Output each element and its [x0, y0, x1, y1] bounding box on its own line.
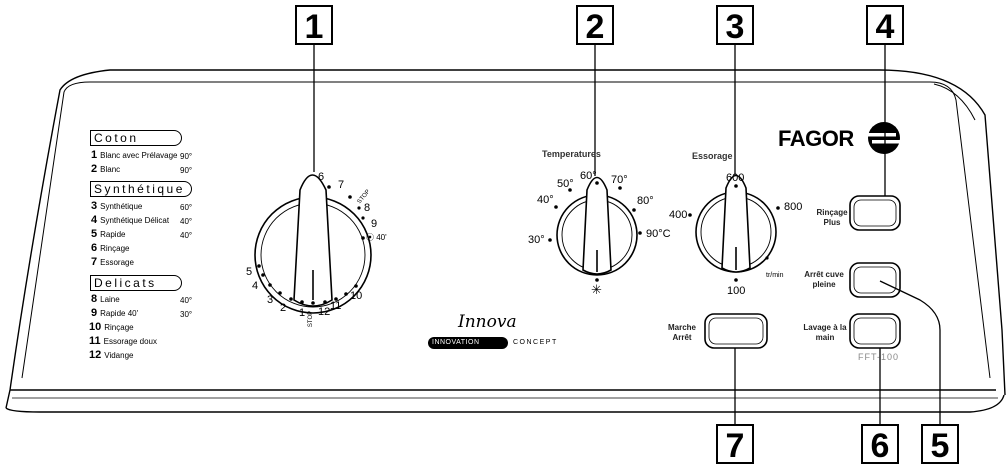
- spin-dots: [688, 184, 780, 282]
- program-dial[interactable]: [254, 174, 372, 314]
- arret-cuve-pleine-button[interactable]: [849, 262, 901, 298]
- group-title-synthetique: Synthétique: [90, 181, 192, 197]
- temperature-dots: [548, 181, 642, 282]
- dial1-stop-bottom: STOP: [308, 310, 315, 328]
- innovation-label: INNOVATION: [432, 339, 480, 346]
- marche-arret-button[interactable]: [704, 313, 768, 349]
- model-label: FFT-100: [858, 352, 900, 362]
- dial1-mark-12: 12: [318, 306, 331, 318]
- spin-mark-600: 600: [726, 172, 745, 184]
- cold-wash-icon: ✳: [591, 282, 602, 297]
- spin-title: Essorage: [692, 151, 733, 161]
- dial1-mark-3: 3: [267, 294, 274, 306]
- dial1-mark-1: 1: [299, 307, 306, 319]
- spin-mark-800: 800: [784, 201, 803, 213]
- marche-arret-label: Marche Arrêt: [667, 323, 696, 342]
- spin-unit: tr/min: [766, 272, 784, 279]
- concept-label: CONCEPT: [513, 339, 558, 346]
- program-temp: 60°: [180, 203, 193, 212]
- lavage-a-la-main-label: Lavage à la main: [803, 323, 847, 342]
- dial1-mark-7: 7: [338, 179, 345, 191]
- temp-mark-50: 50°: [557, 178, 574, 190]
- dial1-mark-9-note: ⦿ 40': [366, 233, 387, 242]
- callout-5: 5: [921, 424, 959, 465]
- fagor-logo-icon: [866, 122, 902, 154]
- dial1-mark-10: 10: [350, 290, 363, 302]
- rincage-plus-label: Rinçage Plus: [816, 208, 848, 227]
- group-title-delicats: Delicats: [90, 275, 182, 291]
- lavage-a-la-main-button[interactable]: [849, 313, 901, 349]
- arret-cuve-pleine-label: Arrêt cuve pleine: [804, 270, 844, 289]
- program-dial-dots: [257, 185, 365, 305]
- spin-mark-400: 400: [669, 209, 688, 221]
- group-title-coton: Coton: [90, 130, 182, 146]
- brand-name: FAGOR: [778, 126, 854, 151]
- innovation-badge: [428, 337, 508, 349]
- spin-mark-100: 100: [727, 285, 746, 297]
- temp-mark-40: 40°: [537, 194, 554, 206]
- temperature-title: Temperatures: [542, 149, 601, 159]
- innova-wordmark: Innova: [458, 312, 517, 332]
- dial1-mark-6: 6: [318, 171, 325, 183]
- temp-mark-70: 70°: [611, 174, 628, 186]
- callout-6: 6: [861, 424, 899, 465]
- dial1-mark-5: 5: [246, 266, 253, 278]
- program-temp: 40°: [180, 231, 193, 240]
- callout-3: 3: [716, 5, 754, 46]
- callout-2: 2: [576, 5, 614, 46]
- callout-1: 1: [295, 5, 333, 46]
- rapid-icon: ⦿: [366, 233, 374, 242]
- callout-7: 7: [716, 424, 754, 465]
- program-temp: 30°: [180, 310, 193, 319]
- temp-mark-30: 30°: [528, 234, 545, 246]
- dial1-mark-4: 4: [252, 280, 259, 292]
- dial1-mark-8: 8: [364, 202, 371, 214]
- rincage-plus-button[interactable]: [849, 195, 901, 231]
- temp-mark-90: 90°C: [646, 228, 671, 240]
- dial1-mark-11: 11: [330, 300, 342, 312]
- callout-4: 4: [866, 5, 904, 46]
- temp-mark-60: 60°: [580, 170, 597, 182]
- temperature-dial[interactable]: [556, 176, 638, 276]
- spin-dial[interactable]: [695, 174, 777, 273]
- program-temp: 40°: [180, 217, 193, 226]
- program-temp: 40°: [180, 296, 193, 305]
- dial1-mark-2: 2: [280, 302, 287, 314]
- callout-leaders: [313, 45, 941, 426]
- dial1-mark-9: 9: [371, 218, 378, 230]
- program-temp: 90°: [180, 166, 193, 175]
- temp-mark-80: 80°: [637, 195, 654, 207]
- program-temp: 90°: [180, 152, 193, 161]
